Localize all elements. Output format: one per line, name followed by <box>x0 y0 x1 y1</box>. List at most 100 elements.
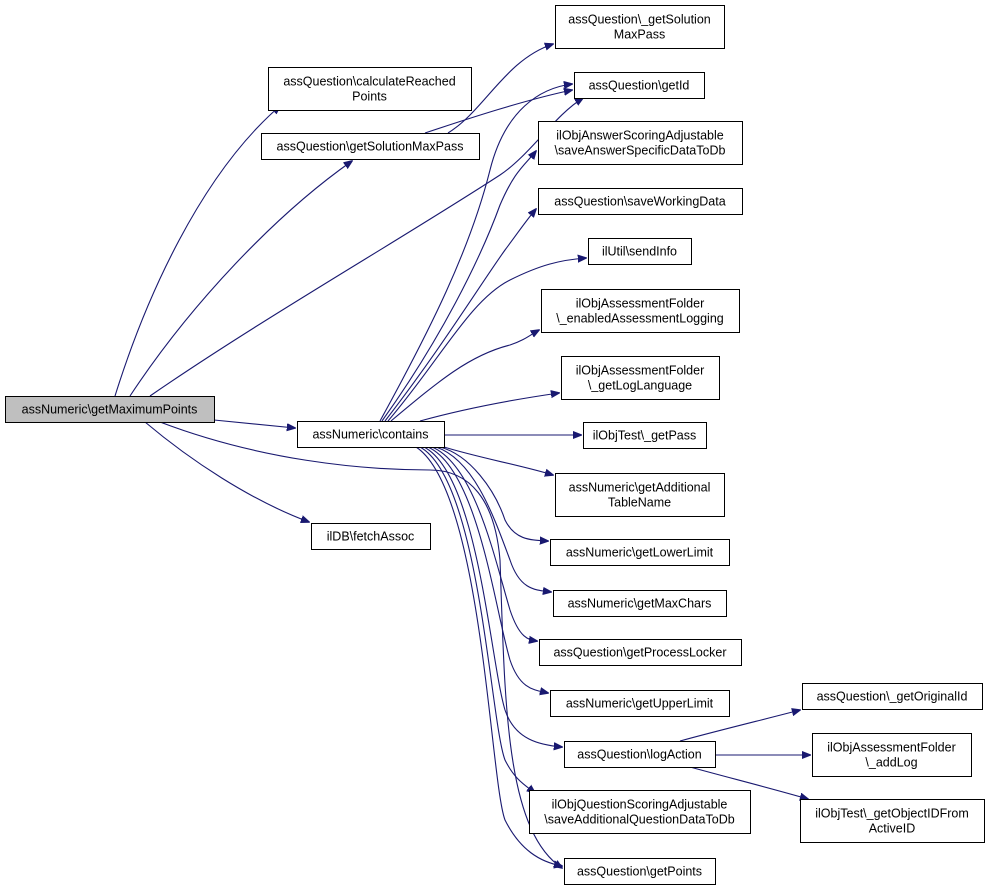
node-label: ilDB\fetchAssoc <box>327 530 415 544</box>
node-label: assQuestion\getPoints <box>577 865 702 879</box>
node-box <box>541 289 740 333</box>
node-box <box>802 683 983 710</box>
node-box <box>538 188 743 215</box>
node-box <box>574 72 705 99</box>
node-label: assQuestion\_getSolution <box>568 13 711 27</box>
node-label: assNumeric\getUpperLimit <box>566 697 714 711</box>
edge-contains-to-logAction <box>423 446 562 747</box>
node-label: assNumeric\getMaximumPoints <box>22 403 198 417</box>
node-getId[interactable]: assQuestion\getId <box>574 72 705 99</box>
node-label: assQuestion\calculateReached <box>283 75 455 89</box>
edge-contains-to-saveWorkingData <box>384 209 536 422</box>
node-getUpperLimit[interactable]: assNumeric\getUpperLimit <box>550 690 730 717</box>
edge-logAction-to-_getOriginalId <box>679 710 800 742</box>
node-logAction[interactable]: assQuestion\logAction <box>564 741 716 768</box>
edge-contains-to-getProcessLocker <box>431 446 537 641</box>
node-saveAnswerSpecificDataToDb[interactable]: ilObjAnswerScoringAdjustable\saveAnswerS… <box>538 121 743 165</box>
node-label: ilObjAssessmentFolder <box>576 297 705 311</box>
node-box <box>539 639 742 666</box>
node-layer: assNumeric\getMaximumPoints assQuestion\c… <box>5 5 985 885</box>
node-box <box>564 858 716 885</box>
edge-contains-to-saveAdditionalQuestionDataToDb <box>419 446 535 793</box>
node-label: ActiveID <box>869 822 916 836</box>
node-box <box>812 733 972 777</box>
edge-getSolutionMaxPass-to-getId <box>424 90 572 134</box>
edge-contains-to-getAdditionalTableName <box>443 446 553 475</box>
node-label: ilObjAnswerScoringAdjustable <box>556 129 723 143</box>
node-_enabledAssessmentLogging[interactable]: ilObjAssessmentFolder\_enabledAssessment… <box>541 289 740 333</box>
edge-root-to-fetchAssoc <box>144 421 309 522</box>
edge-contains-to-getLowerLimit <box>439 446 548 541</box>
node-label: assQuestion\_getOriginalId <box>817 690 968 704</box>
node-getPoints[interactable]: assQuestion\getPoints <box>564 858 716 885</box>
node-sendInfo[interactable]: ilUtil\sendInfo <box>588 238 692 265</box>
node-_addLog[interactable]: ilObjAssessmentFolder\_addLog <box>812 733 972 777</box>
node-box <box>555 5 725 49</box>
edge-root-to-contains <box>213 419 295 428</box>
node-root[interactable]: assNumeric\getMaximumPoints <box>5 396 215 423</box>
node-label: MaxPass <box>614 28 665 42</box>
node-label: TableName <box>608 496 671 510</box>
edge-layer <box>114 44 810 868</box>
edge-logAction-to-_getObjectIDFromActiveID <box>689 766 808 799</box>
node-label: \_getLogLanguage <box>588 379 692 393</box>
node-label: \saveAdditionalQuestionDataToDb <box>544 813 734 827</box>
node-_getSolutionMaxPass[interactable]: assQuestion\_getSolutionMaxPass <box>555 5 725 49</box>
node-box <box>800 799 985 843</box>
node-box <box>564 741 716 768</box>
node-getMaxChars[interactable]: assNumeric\getMaxChars <box>553 590 727 617</box>
node-box <box>550 690 730 717</box>
edge-contains-to-getUpperLimit <box>427 446 548 693</box>
node-getProcessLocker[interactable]: assQuestion\getProcessLocker <box>539 639 742 666</box>
node-label: ilObjAssessmentFolder <box>827 741 956 755</box>
node-label: \_addLog <box>865 756 917 770</box>
edge-contains-to-_enabledAssessmentLogging <box>390 330 539 422</box>
edge-root-to-getPoints <box>159 421 562 868</box>
node-box <box>538 121 743 165</box>
node-label: assNumeric\getLowerLimit <box>566 546 714 560</box>
node-box <box>550 539 730 566</box>
node-box <box>583 422 707 449</box>
node-saveWorkingData[interactable]: assQuestion\saveWorkingData <box>538 188 743 215</box>
edge-contains-to-getPoints <box>415 446 562 866</box>
node-box <box>311 523 431 550</box>
node-box <box>555 473 725 517</box>
node-label: assQuestion\logAction <box>577 748 701 762</box>
node-box <box>5 396 215 423</box>
node-label: ilObjTest\_getObjectIDFrom <box>815 807 969 821</box>
node-_getPass[interactable]: ilObjTest\_getPass <box>583 422 707 449</box>
node-label: \saveAnswerSpecificDataToDb <box>555 144 726 158</box>
edge-contains-to-getMaxChars <box>435 446 551 592</box>
node-label: ilObjTest\_getPass <box>593 429 697 443</box>
edge-root-to-getSolutionMaxPass <box>129 161 352 397</box>
node-getLowerLimit[interactable]: assNumeric\getLowerLimit <box>550 539 730 566</box>
node-label: assQuestion\getId <box>589 79 690 93</box>
node-label: Points <box>352 90 387 104</box>
node-box <box>588 238 692 265</box>
node-box <box>529 790 751 834</box>
node-box <box>553 590 727 617</box>
node-box <box>261 133 480 160</box>
node-_getOriginalId[interactable]: assQuestion\_getOriginalId <box>802 683 983 710</box>
node-box <box>297 421 445 448</box>
node-label: assQuestion\getSolutionMaxPass <box>277 140 464 154</box>
node-label: ilObjAssessmentFolder <box>576 364 705 378</box>
node-getSolutionMaxPass[interactable]: assQuestion\getSolutionMaxPass <box>261 133 480 160</box>
edge-contains-to-_getLogLanguage <box>419 393 559 422</box>
node-label: assNumeric\getAdditional <box>569 481 711 495</box>
node-saveAdditionalQuestionDataToDb[interactable]: ilObjQuestionScoringAdjustable\saveAddit… <box>529 790 751 834</box>
edge-contains-to-sendInfo <box>387 258 586 422</box>
node-label: assNumeric\contains <box>312 428 428 442</box>
node-_getLogLanguage[interactable]: ilObjAssessmentFolder\_getLogLanguage <box>561 356 720 400</box>
node-label: assNumeric\getMaxChars <box>568 597 712 611</box>
node-label: ilUtil\sendInfo <box>602 245 677 259</box>
node-contains[interactable]: assNumeric\contains <box>297 421 445 448</box>
edge-root-to-calculateReachedPoints <box>114 106 280 397</box>
edge-contains-to-getId <box>379 84 572 422</box>
edge-getSolutionMaxPass-to-_getSolutionMaxPass <box>447 44 553 134</box>
node-fetchAssoc[interactable]: ilDB\fetchAssoc <box>311 523 431 550</box>
